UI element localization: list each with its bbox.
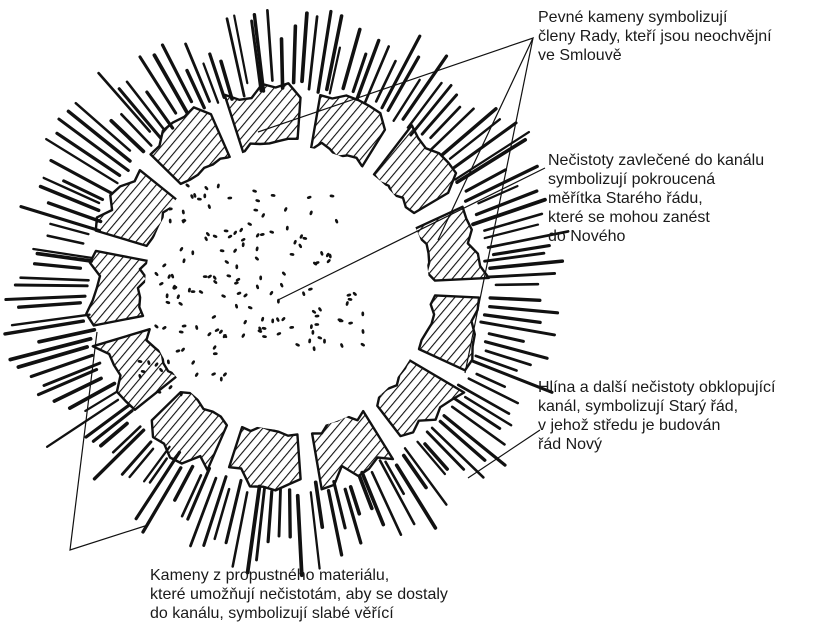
annotation-porous-stones: Kameny z propustného materiálu, které um… <box>150 566 480 623</box>
impurity-dot <box>323 339 326 344</box>
soil-stroke <box>298 496 302 575</box>
impurity-dot <box>203 194 206 199</box>
soil-stroke <box>70 384 115 409</box>
soil-stroke <box>486 342 548 359</box>
soil-stroke <box>290 490 291 537</box>
soil-stroke <box>95 430 144 479</box>
soil-stroke <box>76 103 130 150</box>
soil-stroke <box>353 54 366 91</box>
soil-stroke <box>54 378 101 401</box>
soil-stroke <box>215 489 229 539</box>
soil-stroke <box>234 16 247 84</box>
annotation-soil: Hlína a další nečistoty obklopující kaná… <box>538 378 820 454</box>
soil-stroke <box>279 490 281 537</box>
soil-stroke <box>490 261 562 268</box>
stone <box>419 295 479 370</box>
soil-stroke <box>267 10 272 80</box>
soil-stroke <box>187 71 204 108</box>
soil-stroke <box>487 273 555 277</box>
soil-stroke <box>282 39 283 88</box>
soil-stroke <box>309 17 317 90</box>
soil-stroke <box>485 315 540 323</box>
stone <box>86 251 148 326</box>
impurity-dot <box>259 276 262 281</box>
soil-stroke <box>294 26 296 82</box>
soil-stroke <box>86 405 129 437</box>
soil-stroke <box>31 355 92 376</box>
soil-stroke <box>405 448 446 504</box>
soil-stroke <box>362 473 383 525</box>
soil-stroke <box>268 491 272 541</box>
soil-stroke <box>19 303 81 307</box>
soil-stroke <box>119 89 160 138</box>
soil-stroke <box>5 321 83 334</box>
soil-stroke <box>6 296 85 299</box>
soil-stroke <box>490 307 558 313</box>
soil-stroke <box>68 111 130 161</box>
stone <box>225 83 301 153</box>
soil-stroke <box>403 56 446 119</box>
soil-stroke <box>15 285 87 286</box>
soil-stroke <box>302 13 307 81</box>
soil-stroke <box>35 264 81 268</box>
soil-stroke <box>48 236 83 244</box>
soil-stroke <box>39 370 97 395</box>
impurity-dot <box>168 385 173 390</box>
soil-stroke <box>489 334 523 342</box>
soil-stroke <box>21 278 89 281</box>
soil-stroke <box>380 461 414 525</box>
annotation-impurities: Nečistoty zavlečené do kanálu symbolizuj… <box>548 151 818 246</box>
soil-stroke <box>496 284 538 285</box>
soil-stroke <box>490 298 540 300</box>
channel-interior <box>145 146 429 430</box>
soil-stroke <box>431 107 460 138</box>
annotation-solid-stones: Pevné kameny symbolizují členy Rady, kte… <box>538 8 820 65</box>
